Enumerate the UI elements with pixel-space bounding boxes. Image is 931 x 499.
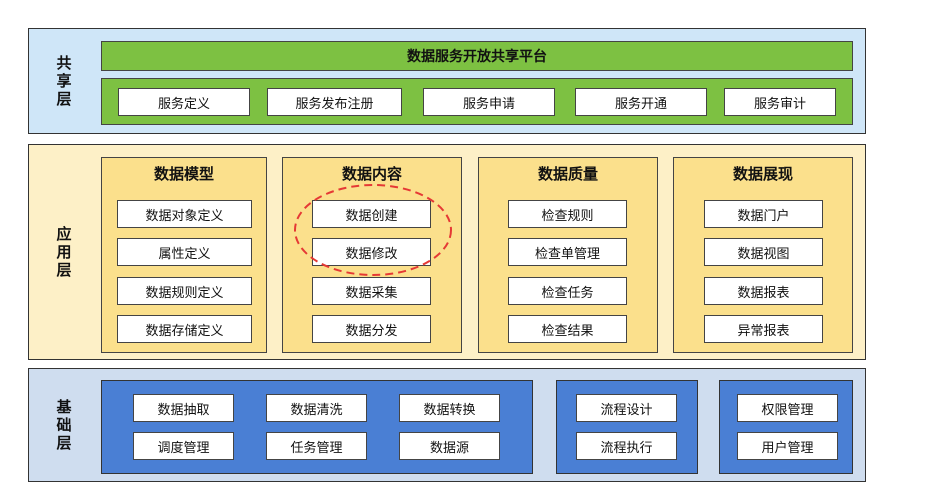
group-title: 数据质量 bbox=[537, 165, 598, 183]
group-item: 属性定义 bbox=[117, 238, 252, 266]
group-item: 异常报表 bbox=[704, 315, 823, 343]
base-item: 流程执行 bbox=[576, 432, 677, 460]
group-item: 数据存储定义 bbox=[117, 315, 252, 343]
group-title: 数据模型 bbox=[153, 165, 214, 183]
group-item: 数据采集 bbox=[312, 277, 431, 305]
group-item: 数据修改 bbox=[312, 238, 431, 266]
highlight-ellipse bbox=[294, 184, 452, 276]
service-item: 服务开通 bbox=[575, 88, 707, 116]
group-item: 检查任务 bbox=[508, 277, 627, 305]
base-item: 流程设计 bbox=[576, 394, 677, 422]
platform-banner: 数据服务开放共享平台 bbox=[101, 41, 853, 71]
group-title: 数据内容 bbox=[341, 165, 402, 183]
service-item: 服务审计 bbox=[724, 88, 836, 116]
service-item: 服务申请 bbox=[423, 88, 555, 116]
group-item: 检查结果 bbox=[508, 315, 627, 343]
group-item: 检查规则 bbox=[508, 200, 627, 228]
base-item: 数据清洗 bbox=[266, 394, 367, 422]
base-layer-label: 基础层 bbox=[56, 398, 72, 452]
base-item: 数据转换 bbox=[399, 394, 500, 422]
group-item: 数据创建 bbox=[312, 200, 431, 228]
base-item: 调度管理 bbox=[133, 432, 234, 460]
group-item: 数据对象定义 bbox=[117, 200, 252, 228]
base-item: 数据抽取 bbox=[133, 394, 234, 422]
base-item: 任务管理 bbox=[266, 432, 367, 460]
base-item: 用户管理 bbox=[737, 432, 838, 460]
service-item: 服务定义 bbox=[118, 88, 250, 116]
app-layer-label: 应用层 bbox=[56, 225, 72, 279]
service-item: 服务发布注册 bbox=[267, 88, 402, 116]
base-item: 权限管理 bbox=[737, 394, 838, 422]
base-item: 数据源 bbox=[399, 432, 500, 460]
group-item: 检查单管理 bbox=[508, 238, 627, 266]
group-item: 数据分发 bbox=[312, 315, 431, 343]
group-item: 数据规则定义 bbox=[117, 277, 252, 305]
group-item: 数据门户 bbox=[704, 200, 823, 228]
share-layer-label: 共享层 bbox=[56, 54, 72, 108]
group-item: 数据视图 bbox=[704, 238, 823, 266]
group-title: 数据展现 bbox=[732, 165, 793, 183]
group-item: 数据报表 bbox=[704, 277, 823, 305]
